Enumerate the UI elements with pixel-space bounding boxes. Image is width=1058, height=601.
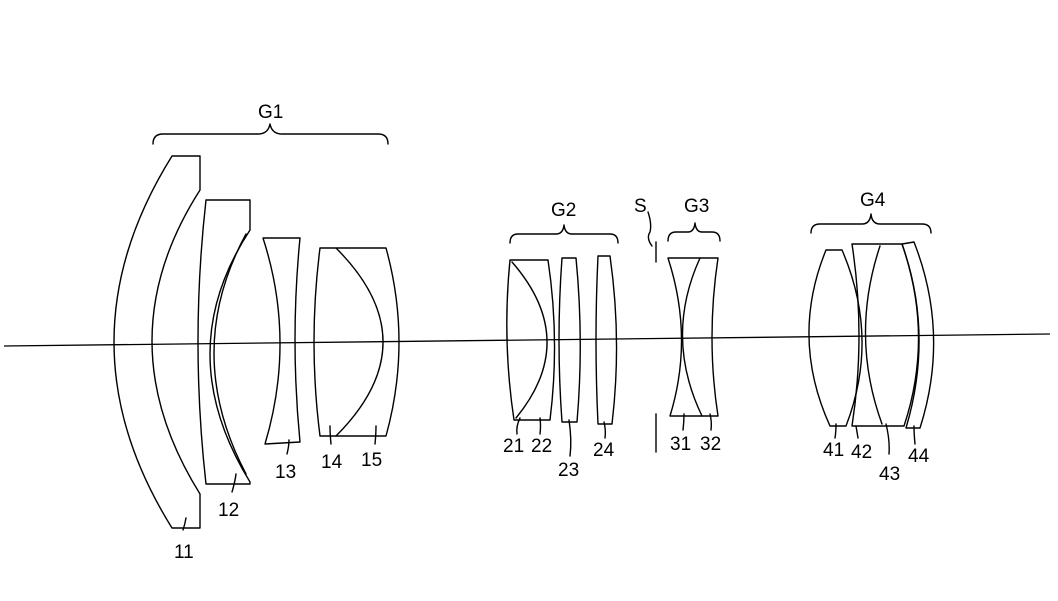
optical-axis: [3, 333, 1051, 347]
lens-15-label: 15: [361, 450, 382, 471]
group-g2-bracket: [509, 224, 619, 244]
lens-32-leader: [709, 413, 713, 431]
lens-41: [808, 249, 863, 427]
lens-23-leader: [568, 419, 572, 457]
aperture-stop-label: S: [634, 196, 647, 217]
lens-22-leader: [539, 417, 542, 435]
group-g1-label: G1: [258, 102, 283, 123]
lens-22-label: 22: [531, 436, 552, 457]
lens-15-leader: [374, 425, 377, 445]
lens-12-label: 12: [218, 500, 239, 521]
lens-21-leader: [516, 417, 521, 435]
lens-14-leader: [329, 425, 332, 445]
lens-12: [197, 199, 251, 485]
lens-11-leader: [182, 517, 187, 531]
lens-23: [558, 257, 581, 423]
group-g3-bracket: [667, 222, 721, 242]
lens-31-label: 31: [670, 434, 691, 455]
lens-31-leader: [682, 413, 685, 431]
lens-14-label: 14: [321, 452, 343, 473]
lens-42-label: 42: [851, 442, 872, 463]
group-g1-bracket: [152, 123, 389, 145]
lens-24-label: 24: [593, 440, 615, 461]
lens-41-label: 41: [823, 440, 844, 461]
lens-21-22-cemented-surface: [511, 261, 548, 419]
lens-43-label: 43: [879, 464, 900, 485]
group-g4-label: G4: [860, 190, 886, 211]
lens-13-label: 13: [275, 462, 296, 483]
lens-24-leader: [603, 421, 607, 439]
group-g3-label: G3: [684, 196, 709, 217]
aperture-stop-leader: [647, 211, 653, 247]
lens-11-label: 11: [174, 542, 194, 563]
lens-23-label: 23: [558, 460, 579, 481]
lens-44-leader: [913, 425, 916, 445]
lens-14-15-cemented-surface: [335, 247, 384, 437]
lens-31-32-cemented-surface: [681, 257, 703, 417]
lens-13-leader: [286, 439, 290, 455]
group-g2-label: G2: [551, 200, 576, 221]
lens-12-inner-surface: [213, 233, 247, 475]
lens-41-leader: [834, 423, 837, 439]
lens-24: [595, 255, 618, 425]
lens-32-label: 32: [700, 434, 721, 455]
lens-11: [113, 155, 201, 529]
lens-14-15-doublet: [313, 247, 400, 437]
lens-44: [901, 241, 935, 429]
lens-21-22-doublet: [506, 259, 556, 421]
lens-44-label: 44: [908, 446, 930, 467]
lens-43-leader: [885, 423, 890, 455]
lens-21-label: 21: [503, 436, 524, 457]
lens-31-32-doublet: [667, 257, 719, 417]
group-g4-bracket: [810, 213, 932, 234]
lens-13: [262, 237, 301, 445]
lens-12-leader: [231, 473, 237, 493]
lens-42-43-cemented-surface: [864, 245, 883, 425]
lens-42-leader: [855, 425, 859, 439]
